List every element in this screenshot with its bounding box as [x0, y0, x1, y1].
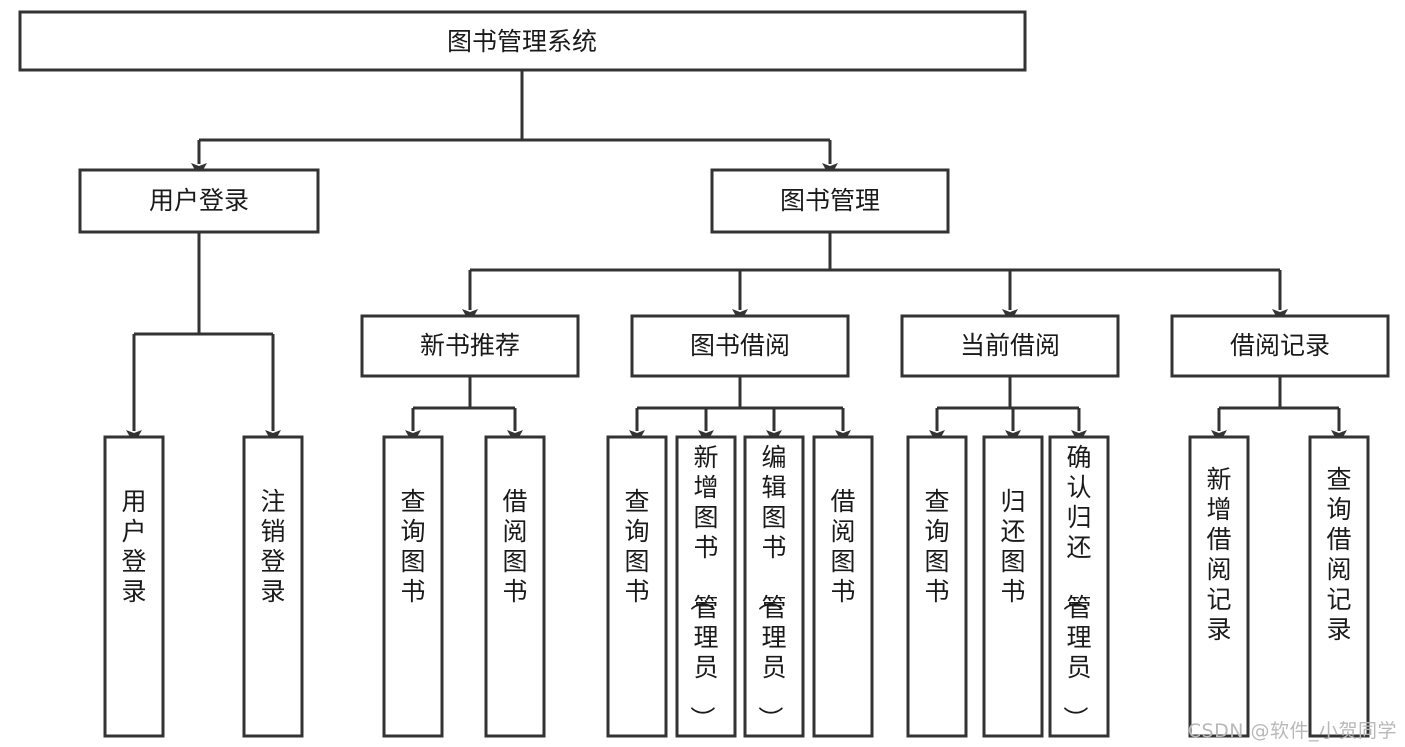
node-current-borrow-label: 当前借阅 — [960, 331, 1060, 360]
node-book-borrow-rect[interactable] — [630, 314, 850, 378]
connector-group-book-borrow — [629, 376, 851, 444]
connector-group-book-manage — [462, 232, 1288, 323]
node-leaf-return-book-rect[interactable] — [982, 435, 1044, 738]
node-leaf-borrow-book-2-rect[interactable] — [812, 435, 874, 738]
node-leaf-query-book-3[interactable]: 查询图书 — [906, 435, 968, 738]
node-leaf-logout-rect[interactable] — [242, 435, 304, 738]
node-root-rect[interactable] — [18, 10, 1027, 72]
node-book-manage-label: 图书管理 — [780, 186, 880, 215]
node-new-book-recommend-label: 新书推荐 — [420, 331, 520, 360]
connector-group-user-login — [126, 232, 281, 444]
node-borrow-record[interactable]: 借阅记录 — [1170, 314, 1390, 378]
node-leaf-logout-label: 注销登录 — [260, 487, 285, 606]
node-leaf-query-book-3-rect[interactable] — [906, 435, 968, 738]
node-leaf-edit-book-rect[interactable] — [743, 435, 805, 738]
node-leaf-query-record-label: 查询借阅记录 — [1326, 465, 1351, 644]
node-leaf-borrow-book-2[interactable]: 借阅图书 — [812, 435, 874, 738]
node-user-login[interactable]: 用户登录 — [78, 168, 320, 234]
node-book-borrow[interactable]: 图书借阅 — [630, 314, 850, 378]
node-leaf-borrow-book-1-rect[interactable] — [484, 435, 546, 738]
node-leaf-user-login[interactable]: 用户登录 — [103, 435, 165, 738]
node-leaf-add-book[interactable]: 新增图书（管理员） — [675, 435, 737, 738]
node-book-manage-rect[interactable] — [710, 168, 950, 234]
node-leaf-query-book-1-label: 查询图书 — [400, 487, 425, 606]
node-leaf-confirm-return-label: 确认归还（管理员） — [1060, 443, 1091, 731]
node-leaf-query-book-3-label: 查询图书 — [924, 487, 949, 606]
node-leaf-add-record-label: 新增借阅记录 — [1206, 465, 1231, 644]
node-leaf-borrow-book-2-label: 借阅图书 — [830, 487, 855, 606]
node-leaf-user-login-rect[interactable] — [103, 435, 165, 738]
node-leaf-user-login-label: 用户登录 — [121, 487, 146, 606]
node-leaf-borrow-book-1-label: 借阅图书 — [502, 487, 527, 606]
node-root-label: 图书管理系统 — [447, 27, 597, 56]
leaf-nodes-group: 用户登录 注销登录 查询图书 借阅图书 查询图书 新增图书（管理员） — [103, 435, 1370, 738]
node-leaf-query-book-1[interactable]: 查询图书 — [382, 435, 444, 738]
node-leaf-return-book[interactable]: 归还图书 — [982, 435, 1044, 738]
node-leaf-query-book-1-rect[interactable] — [382, 435, 444, 738]
node-borrow-record-label: 借阅记录 — [1230, 331, 1330, 360]
connector-group-current-borrow — [929, 376, 1087, 444]
node-leaf-edit-book[interactable]: 编辑图书（管理员） — [743, 435, 805, 738]
node-leaf-query-book-2-label: 查询图书 — [624, 487, 649, 606]
connector-group-new-book-recommend — [405, 376, 523, 444]
node-leaf-query-record-rect[interactable] — [1308, 435, 1370, 738]
node-book-manage[interactable]: 图书管理 — [710, 168, 950, 234]
node-current-borrow-rect[interactable] — [900, 314, 1120, 378]
node-leaf-add-record-rect[interactable] — [1188, 435, 1250, 738]
node-new-book-recommend[interactable]: 新书推荐 — [360, 314, 580, 378]
node-borrow-record-rect[interactable] — [1170, 314, 1390, 378]
node-root[interactable]: 图书管理系统 — [18, 10, 1027, 72]
node-leaf-confirm-return[interactable]: 确认归还（管理员） — [1048, 435, 1110, 738]
node-leaf-add-book-rect[interactable] — [675, 435, 737, 738]
node-book-borrow-label: 图书借阅 — [690, 331, 790, 360]
node-leaf-return-book-label: 归还图书 — [1000, 487, 1025, 606]
node-leaf-add-record[interactable]: 新增借阅记录 — [1188, 435, 1250, 738]
node-leaf-query-book-2-rect[interactable] — [606, 435, 668, 738]
connector-group-root — [191, 70, 838, 177]
node-user-login-label: 用户登录 — [149, 186, 249, 215]
node-leaf-query-record[interactable]: 查询借阅记录 — [1308, 435, 1370, 738]
node-leaf-logout[interactable]: 注销登录 — [242, 435, 304, 738]
connector-group-borrow-record — [1211, 376, 1347, 444]
node-leaf-borrow-book-1[interactable]: 借阅图书 — [484, 435, 546, 738]
node-leaf-query-book-2[interactable]: 查询图书 — [606, 435, 668, 738]
node-leaf-confirm-return-rect[interactable] — [1048, 435, 1110, 738]
node-leaf-add-book-label: 新增图书（管理员） — [687, 443, 718, 731]
node-leaf-edit-book-label: 编辑图书（管理员） — [755, 443, 786, 731]
node-new-book-recommend-rect[interactable] — [360, 314, 580, 378]
node-user-login-rect[interactable] — [78, 168, 320, 234]
node-current-borrow[interactable]: 当前借阅 — [900, 314, 1120, 378]
